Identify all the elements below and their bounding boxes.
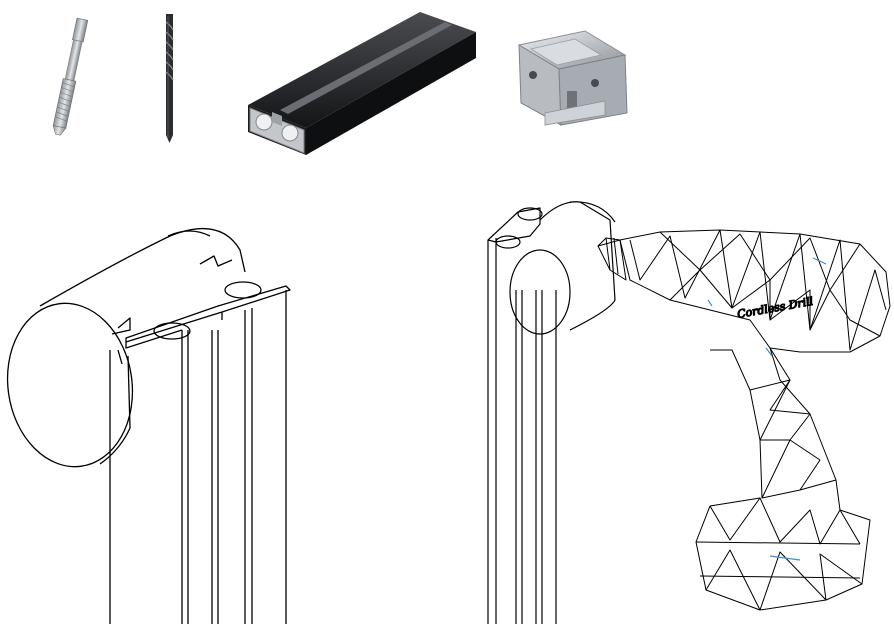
tap-icon	[40, 10, 100, 155]
connector-block-icon	[505, 25, 635, 150]
drill-brand-label: Cordless Drill	[736, 295, 814, 321]
aluminum-extrusion-icon	[240, 10, 480, 165]
extrusion-with-block-drawing	[0, 180, 320, 629]
extrusion-block-drill-drawing: Cordless Drill	[470, 180, 894, 629]
drill-bit-icon	[150, 10, 190, 155]
